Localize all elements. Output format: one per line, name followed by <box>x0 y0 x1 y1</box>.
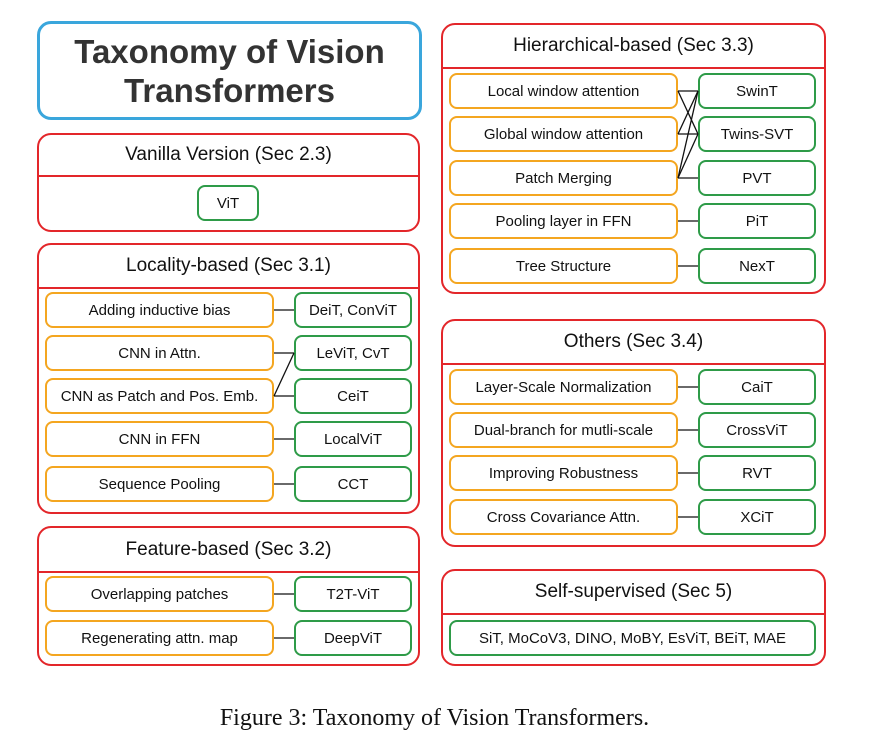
model-box: PiT <box>698 203 816 239</box>
section-hierarchical-heading: Hierarchical-based (Sec 3.3) <box>513 35 754 56</box>
model-vit: ViT <box>197 185 259 221</box>
model-box: Twins-SVT <box>698 116 816 152</box>
model-box: LeViT, CvT <box>294 335 412 371</box>
figure-caption: Figure 3: Taxonomy of Vision Transformer… <box>219 705 650 731</box>
technique-box: Sequence Pooling <box>45 466 274 502</box>
section-others: Others (Sec 3.4) <box>441 319 826 547</box>
divider <box>39 287 418 289</box>
model-box: SwinT <box>698 73 816 109</box>
divider <box>39 571 418 573</box>
model-box: DeiT, ConViT <box>294 292 412 328</box>
divider <box>443 613 824 615</box>
model-box: T2T-ViT <box>294 576 412 612</box>
technique-box: Improving Robustness <box>449 455 678 491</box>
technique-box: Patch Merging <box>449 160 678 196</box>
technique-box: Layer-Scale Normalization <box>449 369 678 405</box>
diagram-title: Taxonomy of Vision Transformers <box>74 32 385 109</box>
section-locality: Locality-based (Sec 3.1) <box>37 243 420 514</box>
model-box: CCT <box>294 466 412 502</box>
model-box: RVT <box>698 455 816 491</box>
connector-line <box>677 90 699 179</box>
section-others-heading: Others (Sec 3.4) <box>563 331 704 352</box>
model-box: CrossViT <box>698 412 816 448</box>
divider <box>443 67 824 69</box>
technique-box: Cross Covariance Attn. <box>449 499 678 535</box>
divider <box>443 363 824 365</box>
section-selfsup-heading: Self-supervised (Sec 5) <box>534 581 733 602</box>
model-box: XCiT <box>698 499 816 535</box>
technique-box: Local window attention <box>449 73 678 109</box>
section-locality-heading: Locality-based (Sec 3.1) <box>126 255 331 276</box>
technique-box: Dual-branch for mutli-scale <box>449 412 678 448</box>
technique-box: CNN in Attn. <box>45 335 274 371</box>
model-box: CaiT <box>698 369 816 405</box>
connector-line <box>677 133 699 179</box>
connector-line <box>677 90 699 135</box>
section-vanilla-heading: Vanilla Version (Sec 2.3) <box>125 144 332 165</box>
model-box: PVT <box>698 160 816 196</box>
technique-box: Tree Structure <box>449 248 678 284</box>
model-box: SiT, MoCoV3, DINO, MoBY, EsViT, BEiT, MA… <box>449 620 816 656</box>
technique-box: Global window attention <box>449 116 678 152</box>
model-box: CeiT <box>294 378 412 414</box>
section-feature-heading: Feature-based (Sec 3.2) <box>125 538 332 560</box>
technique-box: Regenerating attn. map <box>45 620 274 656</box>
technique-box: Pooling layer in FFN <box>449 203 678 239</box>
section-hierarchical: Hierarchical-based (Sec 3.3) <box>441 23 826 294</box>
divider <box>39 175 418 177</box>
model-box: NexT <box>698 248 816 284</box>
technique-box: Overlapping patches <box>45 576 274 612</box>
section-vanilla: Vanilla Version (Sec 2.3) <box>37 133 420 232</box>
section-feature: Feature-based (Sec 3.2) <box>37 526 420 666</box>
technique-box: CNN in FFN <box>45 421 274 457</box>
connector-line <box>273 352 295 397</box>
model-box: DeepViT <box>294 620 412 656</box>
section-selfsup: Self-supervised (Sec 5) <box>441 569 826 666</box>
model-box: LocalViT <box>294 421 412 457</box>
technique-box: CNN as Patch and Pos. Emb. <box>45 378 274 414</box>
title-box: Taxonomy of Vision Transformers <box>37 21 422 120</box>
technique-box: Adding inductive bias <box>45 292 274 328</box>
